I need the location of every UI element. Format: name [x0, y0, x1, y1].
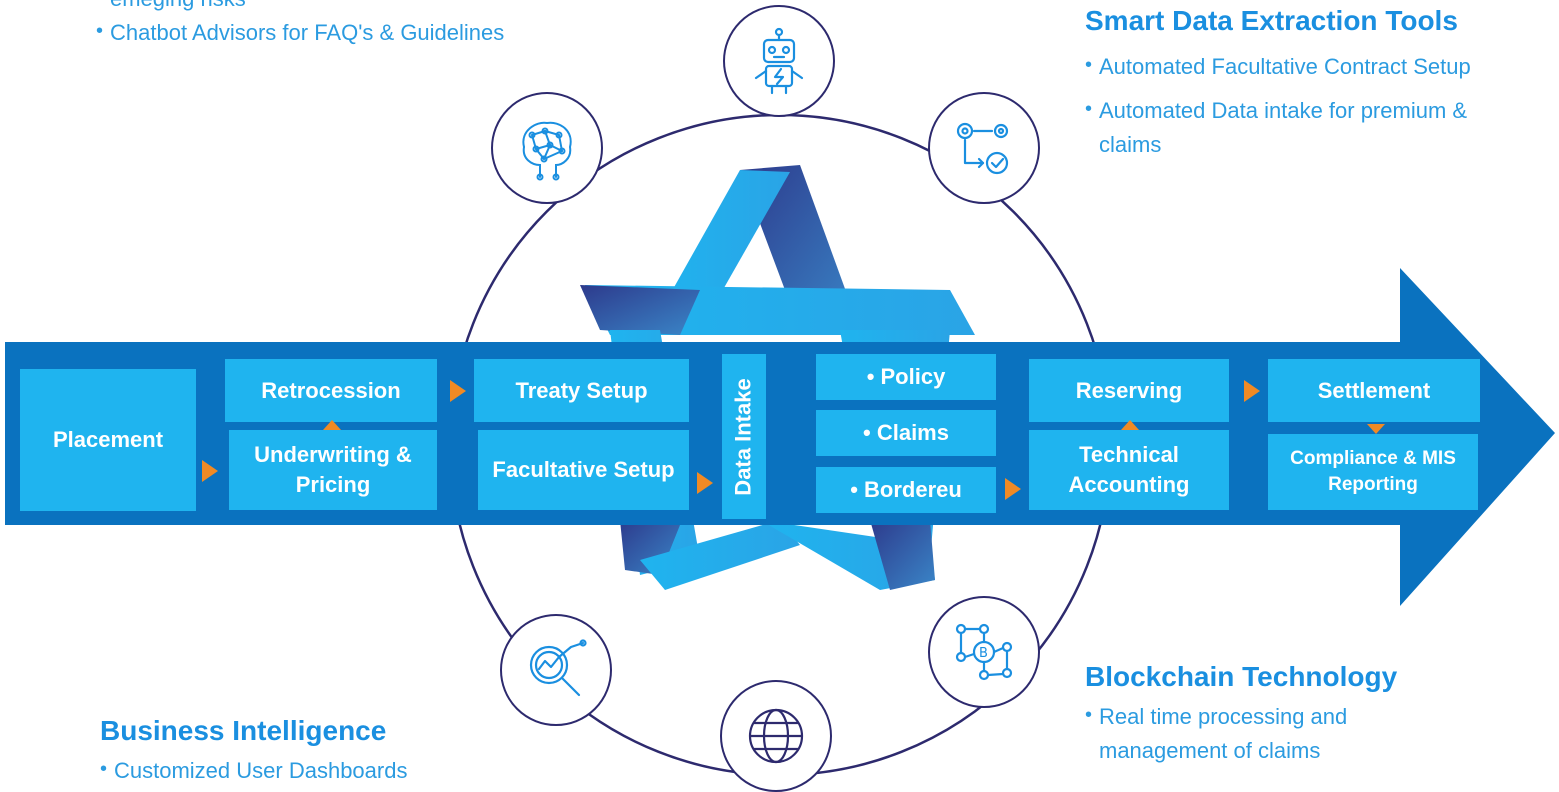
underwriting-label: Underwriting & Pricing — [254, 442, 412, 497]
connector-arrow — [1005, 478, 1021, 500]
policy-label: • Policy — [866, 364, 946, 389]
placement-box: Placement — [20, 369, 196, 511]
reserving-label: Reserving — [1075, 377, 1183, 403]
settlement-box: Settlement — [1268, 359, 1480, 422]
ai-tools-item: Chatbot Advisors for FAQ's & Guidelines — [96, 14, 516, 50]
treaty-setup-label: Treaty Setup — [515, 377, 648, 403]
claims-label: • Claims — [863, 420, 949, 445]
blockchain-title: Blockchain Technology — [1085, 661, 1398, 692]
compliance-box: Compliance & MIS Reporting — [1268, 434, 1478, 510]
smart-data-title: Smart Data Extraction Tools — [1085, 5, 1458, 36]
reserving-box: Reserving — [1029, 359, 1229, 422]
facultative-setup-label: Facultative Setup — [492, 457, 675, 482]
connector-arrow — [323, 420, 341, 430]
ai-tools-list: emeging risks Chatbot Advisors for FAQ's… — [96, 0, 516, 50]
placement-label: Placement — [52, 427, 164, 452]
process-arrow-band — [5, 268, 1555, 606]
smart-data-list: Automated Facultative Contract Setup Aut… — [1085, 48, 1485, 162]
connector-arrow — [697, 472, 713, 494]
technical-accounting-label: Technical Accounting — [1068, 442, 1190, 497]
retrocession-label: Retrocession — [261, 377, 401, 403]
business-intelligence-title: Business Intelligence — [100, 715, 387, 746]
policy-box: • Policy — [816, 354, 996, 400]
business-intelligence-item: Customized User Dashboards — [100, 752, 500, 788]
underwriting-box: Underwriting & Pricing — [229, 430, 437, 510]
svg-text:B: B — [979, 646, 988, 661]
bordereu-box: • Bordereu — [816, 467, 996, 513]
business-intelligence-list: Customized User Dashboards — [100, 752, 500, 788]
blockchain-section: Blockchain Technology Real time processi… — [1085, 658, 1485, 768]
bordereu-label: • Bordereu — [850, 477, 962, 502]
retrocession-box: Retrocession — [225, 359, 437, 422]
settlement-label: Settlement — [1317, 377, 1431, 403]
smart-data-section: Smart Data Extraction Tools Automated Fa… — [1085, 2, 1485, 162]
smart-data-item: Automated Data intake for premium & clai… — [1085, 92, 1485, 162]
connector-arrow — [450, 380, 466, 402]
neural-network-brain-icon — [491, 92, 603, 204]
compliance-label: Compliance & MIS Reporting — [1290, 448, 1456, 495]
treaty-setup-box: Treaty Setup — [474, 359, 689, 422]
blockchain-bitcoin-icon: B — [928, 596, 1040, 708]
business-intelligence-section: Business Intelligence Customized User Da… — [100, 712, 500, 788]
technical-accounting-box: Technical Accounting — [1029, 430, 1229, 510]
globe-icon — [720, 680, 832, 792]
analytics-magnifier-icon — [500, 614, 612, 726]
connector-arrow — [1121, 420, 1139, 430]
blockchain-list: Real time processing and management of c… — [1085, 698, 1385, 768]
robot-icon — [723, 5, 835, 117]
ai-tools-item: emeging risks — [96, 0, 516, 16]
claims-box: • Claims — [816, 410, 996, 456]
connector-arrow — [1244, 380, 1260, 402]
data-intake-label: Data Intake — [731, 377, 757, 496]
facultative-setup-box: Facultative Setup — [478, 430, 689, 510]
connector-arrow — [1367, 424, 1385, 434]
connector-arrow — [202, 460, 218, 482]
smart-data-item: Automated Facultative Contract Setup — [1085, 48, 1485, 84]
gears-workflow-icon — [928, 92, 1040, 204]
blockchain-item: Real time processing and management of c… — [1085, 698, 1385, 768]
data-intake-box: Data Intake — [722, 354, 766, 519]
